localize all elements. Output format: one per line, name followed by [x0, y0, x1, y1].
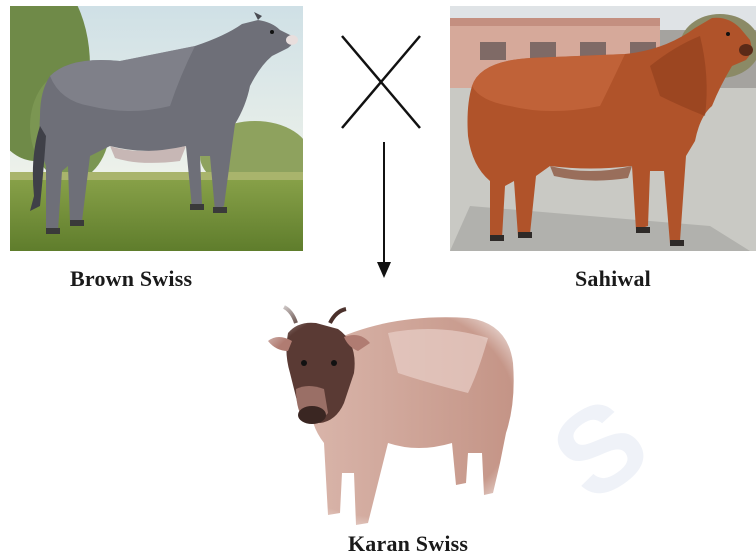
karan-swiss-photo: [238, 293, 530, 529]
cross-symbol: [341, 35, 421, 129]
label-sahiwal: Sahiwal: [575, 266, 651, 291]
down-arrow: [377, 142, 391, 278]
brown-swiss-photo: [10, 6, 303, 251]
sahiwal-photo: [450, 6, 756, 251]
watermark: S: [528, 371, 672, 527]
label-karan-swiss: Karan Swiss: [348, 531, 469, 556]
label-brown-swiss: Brown Swiss: [70, 266, 193, 291]
